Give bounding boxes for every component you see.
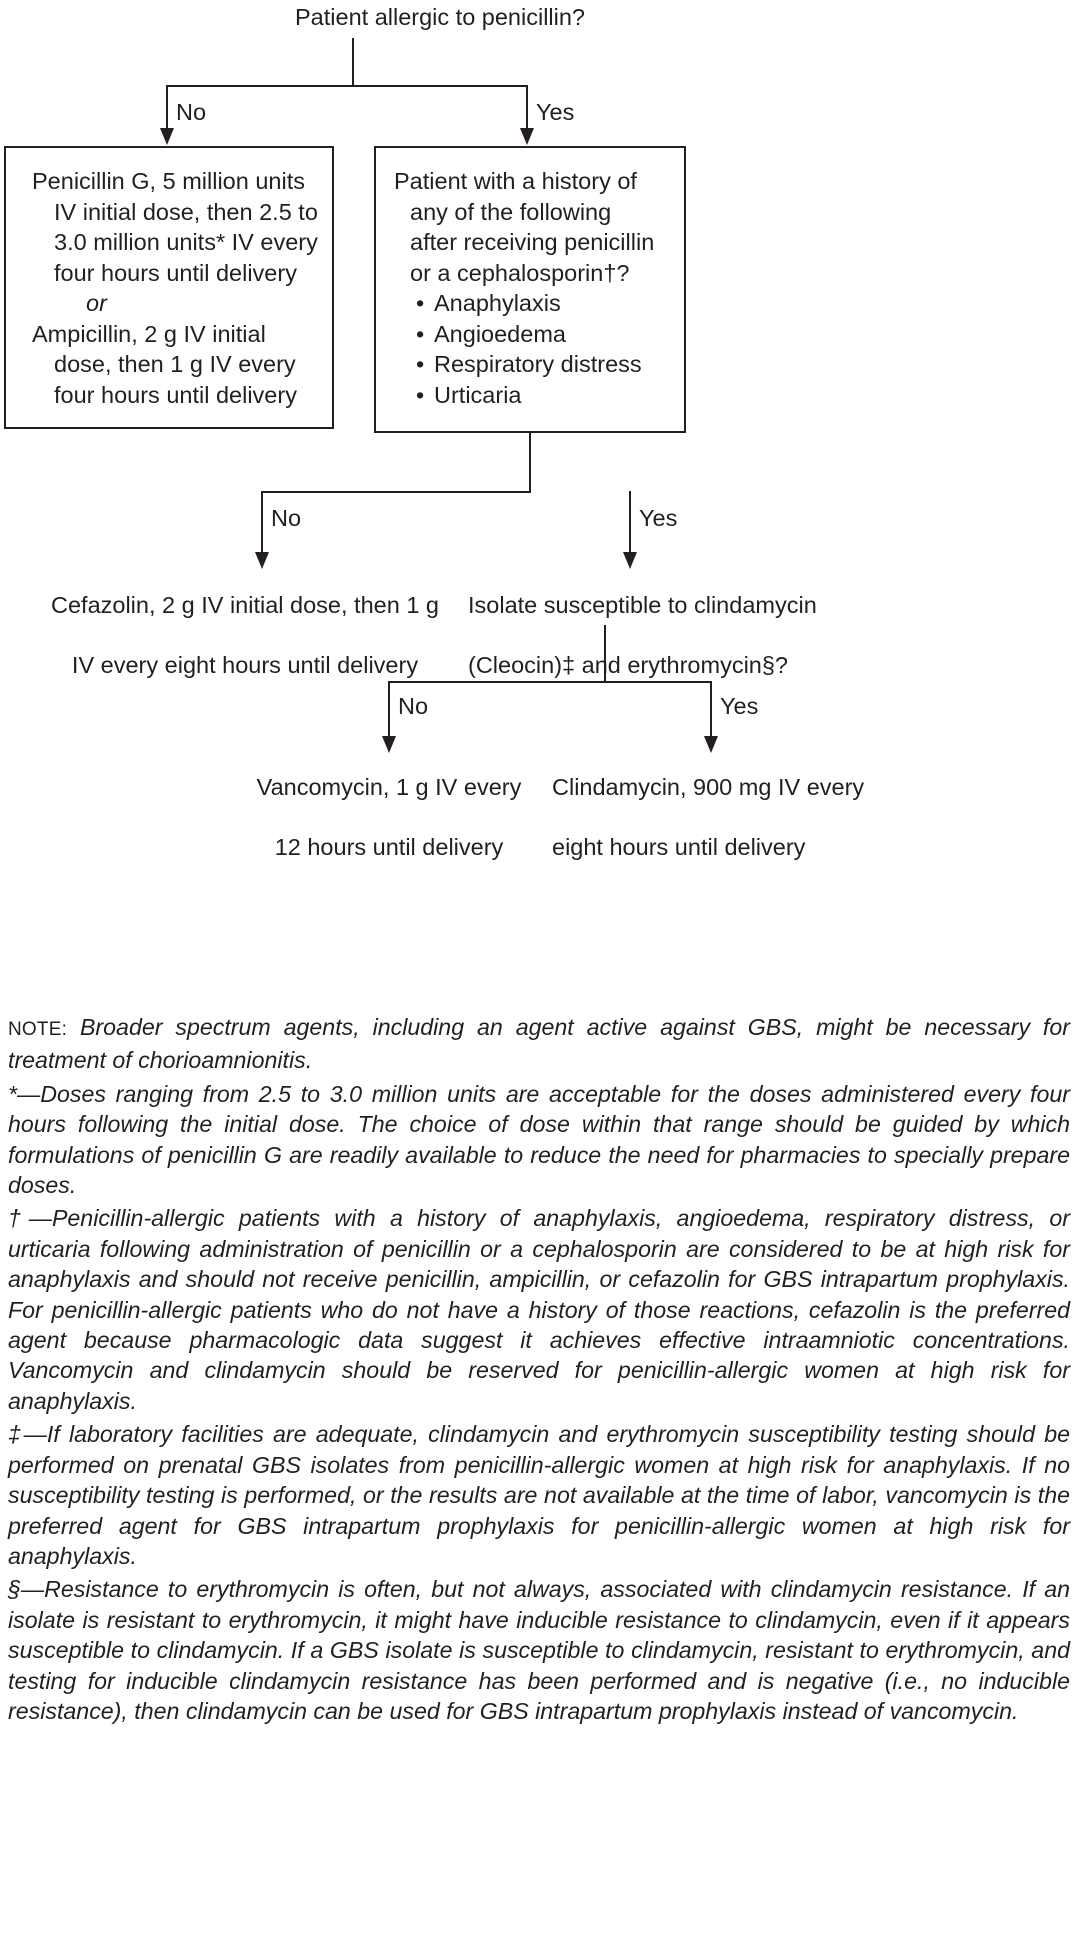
- penicillin-line-3: 3.0 million units* IV every: [54, 229, 318, 255]
- arrowhead-root-no: [160, 128, 174, 145]
- connector-level2-split: [261, 491, 531, 493]
- history-line-3: after receiving penicillin: [410, 229, 655, 255]
- edge-label-level3-no: No: [398, 693, 429, 719]
- node-penicillin-box: Penicillin G, 5 million units IV initial…: [4, 146, 334, 429]
- edge-label-level3-yes: Yes: [720, 693, 759, 719]
- history-line-1: Patient with a history of: [394, 168, 637, 194]
- history-bullet-respiratory-distress: Respiratory distress: [416, 349, 674, 380]
- connector-level3-yes: [710, 681, 712, 741]
- penicillin-line-7: dose, then 1 g IV every: [54, 351, 296, 377]
- root-question: Patient allergic to penicillin?: [295, 4, 585, 30]
- footnote-asterisk-marker: *—: [8, 1080, 41, 1107]
- footnote-dagger-text: Penicillin-allergic patients with a hist…: [8, 1205, 1070, 1414]
- vancomycin-line-2: 12 hours until delivery: [274, 834, 504, 860]
- notes-section: NOTE: Broader spectrum agents, including…: [8, 1012, 1070, 1726]
- footnote-section-sign-marker: §—: [8, 1576, 45, 1603]
- node-vancomycin: Vancomycin, 1 g IV every 12 hours until …: [230, 742, 548, 892]
- edge-label-level2-yes: Yes: [639, 505, 678, 531]
- node-clindamycin: Clindamycin, 900 mg IV every eight hours…: [552, 742, 942, 892]
- flowchart-canvas: Patient allergic to penicillin? No Yes P…: [0, 0, 1078, 1010]
- history-bullet-angioedema: Angioedema: [416, 319, 674, 350]
- isolate-line-1: Isolate susceptible to clindamycin: [468, 592, 817, 618]
- penicillin-or-separator: or: [86, 290, 107, 316]
- cefazolin-line-1: Cefazolin, 2 g IV initial dose, then 1 g: [51, 592, 439, 618]
- history-line-4: or a cephalosporin†?: [410, 259, 630, 286]
- vancomycin-line-1: Vancomycin, 1 g IV every: [256, 774, 522, 800]
- footnote-asterisk: *—Doses ranging from 2.5 to 3.0 million …: [8, 1079, 1070, 1201]
- arrowhead-level2-no: [255, 552, 269, 569]
- footnote-double-dagger: ‡—If laboratory facilities are adequate,…: [8, 1419, 1070, 1571]
- note-label: NOTE:: [8, 1019, 68, 1040]
- isolate-line-2: (Cleocin)‡ and erythromycin§?: [468, 652, 789, 678]
- footnote-asterisk-text: Doses ranging from 2.5 to 3.0 million un…: [8, 1080, 1070, 1199]
- penicillin-line-2: IV initial dose, then 2.5 to: [54, 198, 318, 225]
- footnote-double-dagger-text: If laboratory facilities are adequate, c…: [8, 1421, 1070, 1569]
- connector-level2-no: [261, 491, 263, 557]
- arrowhead-level3-yes: [704, 736, 718, 753]
- arrowhead-level2-yes: [623, 552, 637, 569]
- footnote-double-dagger-marker: ‡—: [8, 1421, 47, 1448]
- penicillin-line-4: four hours until delivery: [54, 259, 297, 286]
- connector-level3-no: [388, 681, 390, 741]
- footnote-dagger: †—Penicillin-allergic patients with a hi…: [8, 1203, 1070, 1416]
- arrowhead-root-yes: [520, 128, 534, 145]
- arrowhead-level3-no: [382, 736, 396, 753]
- history-line-2: any of the following: [410, 198, 612, 225]
- connector-root-split: [166, 85, 528, 87]
- connector-level3-split: [388, 681, 710, 683]
- footnote-dagger-marker: †—: [8, 1205, 52, 1232]
- connector-level2-stem: [529, 433, 531, 493]
- edge-label-root-no: No: [176, 99, 207, 125]
- note-general: NOTE: Broader spectrum agents, including…: [8, 1012, 1070, 1076]
- penicillin-line-6: Ampicillin, 2 g IV initial: [32, 320, 266, 347]
- clindamycin-line-2: eight hours until delivery: [552, 834, 806, 860]
- connector-root-yes: [526, 85, 528, 133]
- node-cefazolin: Cefazolin, 2 g IV initial dose, then 1 g…: [30, 560, 460, 710]
- connector-level3-stem: [604, 625, 606, 683]
- footnote-section-sign-text: Resistance to erythromycin is often, but…: [8, 1576, 1070, 1724]
- footnote-section-sign: §—Resistance to erythromycin is often, b…: [8, 1574, 1070, 1726]
- edge-label-level2-no: No: [271, 505, 302, 531]
- clindamycin-line-1: Clindamycin, 900 mg IV every: [552, 774, 865, 800]
- node-isolate-question: Isolate susceptible to clindamycin (Cleo…: [468, 560, 880, 710]
- node-history-box: Patient with a history of any of the fol…: [374, 146, 686, 433]
- edge-label-root-yes: Yes: [536, 99, 575, 125]
- cefazolin-line-2: IV every eight hours until delivery: [71, 652, 419, 678]
- note-general-text: Broader spectrum agents, including an ag…: [8, 1014, 1070, 1074]
- penicillin-line-1: Penicillin G, 5 million units: [32, 168, 305, 194]
- connector-level2-yes: [629, 491, 631, 557]
- history-bullet-list: Anaphylaxis Angioedema Respiratory distr…: [394, 288, 674, 410]
- connector-root-no: [166, 85, 168, 133]
- history-bullet-urticaria: Urticaria: [416, 380, 674, 411]
- history-bullet-anaphylaxis: Anaphylaxis: [416, 288, 674, 319]
- connector-root-stem: [352, 38, 354, 86]
- penicillin-line-8: four hours until delivery: [54, 381, 297, 408]
